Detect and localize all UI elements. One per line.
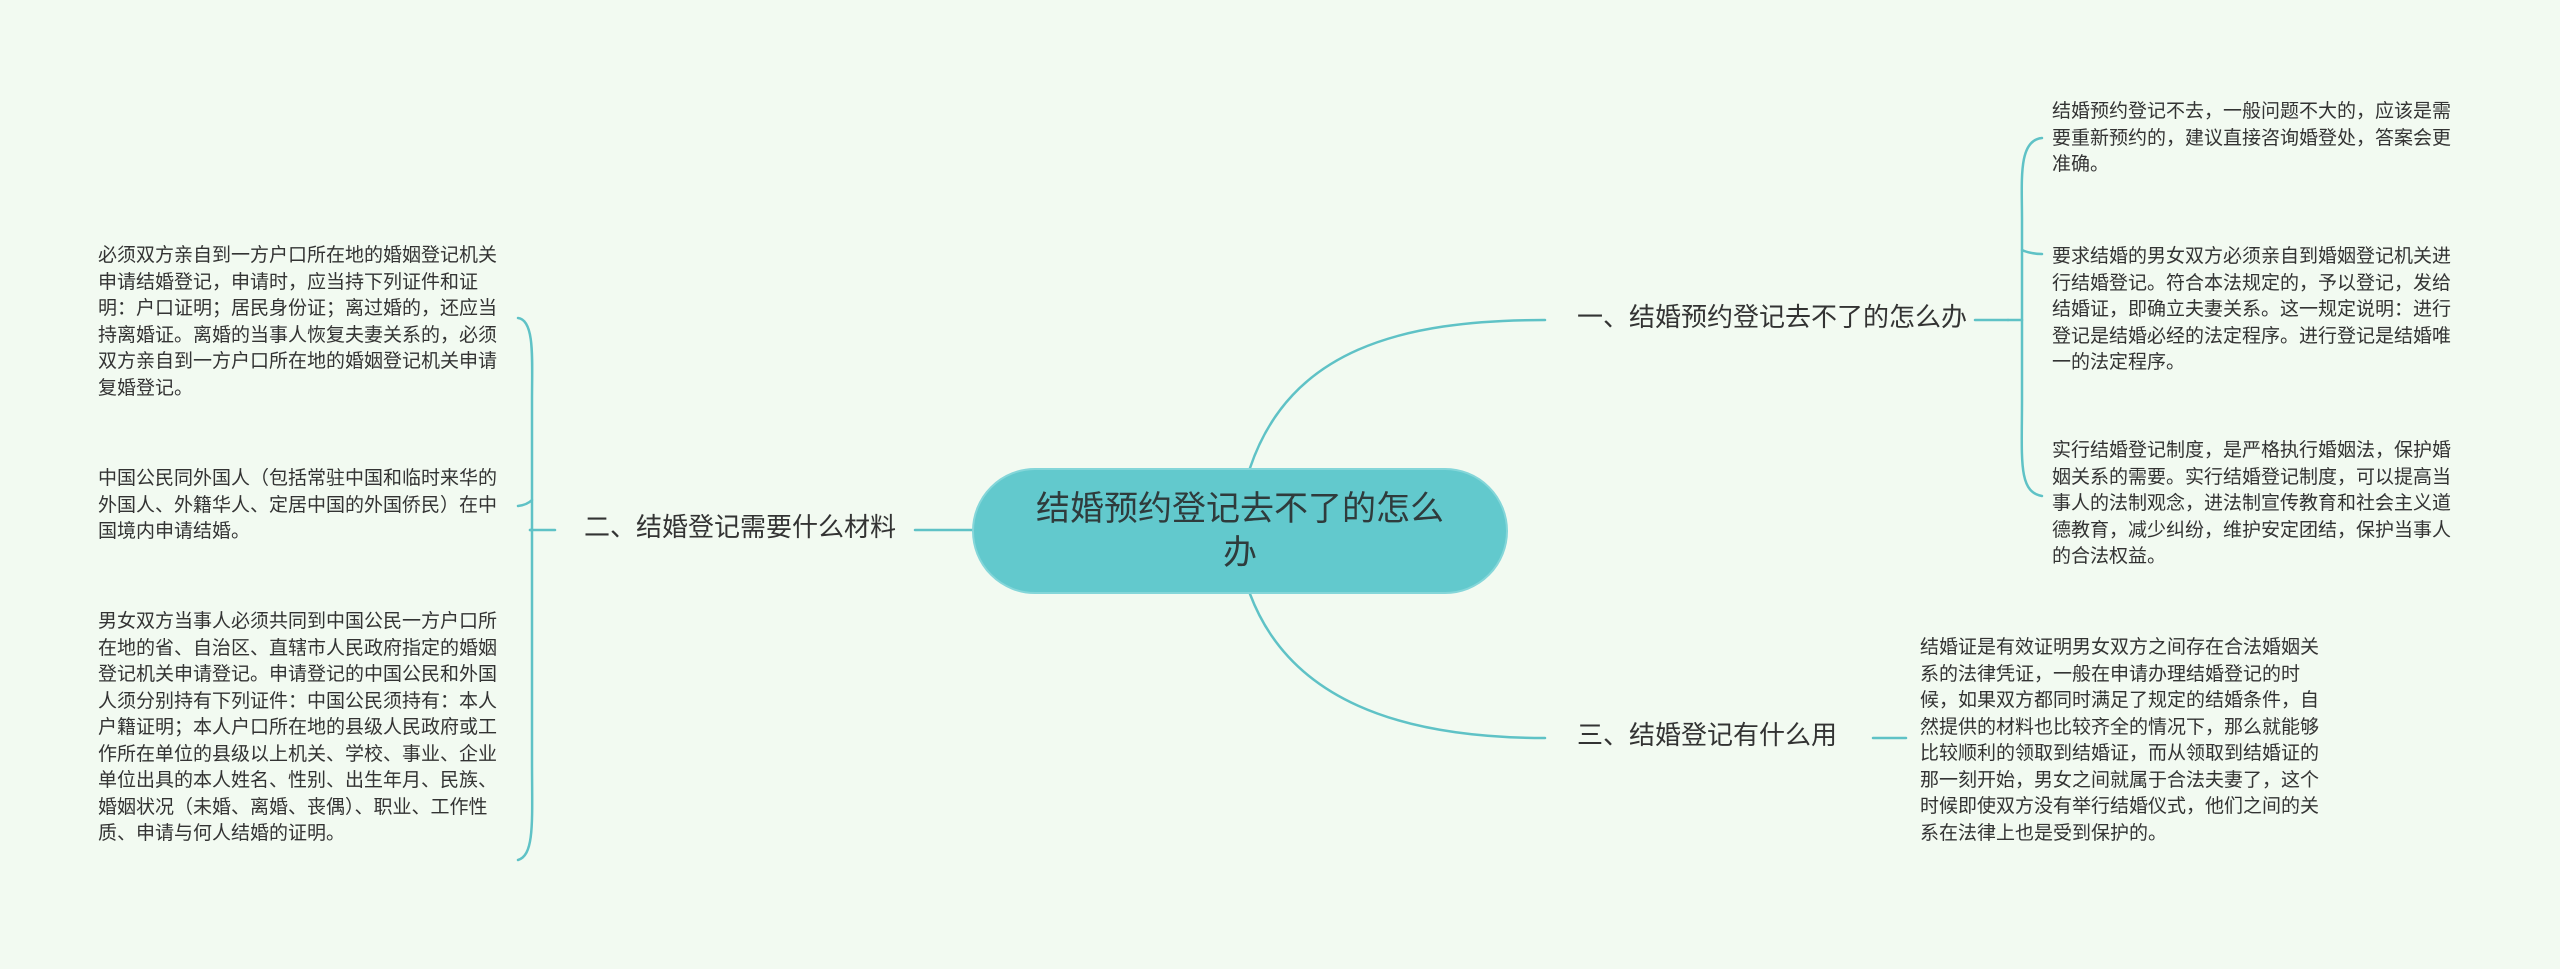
leaf-1-2: 要求结婚的男女双方必须亲自到婚姻登记机关进行结婚登记。符合本法规定的，予以登记，… [2052, 245, 2452, 373]
leaf-1-3: 实行结婚登记制度，是严格执行婚姻法，保护婚姻关系的需要。实行结婚登记制度，可以提… [2052, 439, 2452, 567]
leaf-2-2: 中国公民同外国人（包括常驻中国和临时来华的外国人、外籍华人、定居中国的外国侨民）… [98, 467, 498, 542]
leaf-3-1: 结婚证是有效证明男女双方之间存在合法婚姻关系的法律凭证，一般在申请办理结婚登记的… [1920, 636, 2320, 844]
branch-1-label[interactable]: 一、结婚预约登记去不了的怎么办 [1577, 303, 1968, 333]
central-topic[interactable]: 结婚预约登记去不了的怎么办 [972, 468, 1508, 594]
leaf-1-1: 结婚预约登记不去，一般问题不大的，应该是需要重新预约的，建议直接咨询婚登处，答案… [2052, 100, 2452, 175]
bracket-branch-2 [516, 316, 534, 862]
leaf-2-1: 必须双方亲自到一方户口所在地的婚姻登记机关申请结婚登记，申请时，应当持下列证件和… [98, 244, 498, 399]
central-topic-label: 结婚预约登记去不了的怎么办 [1036, 488, 1444, 573]
branch-3-label[interactable]: 三、结婚登记有什么用 [1577, 721, 1838, 751]
branch-2-label[interactable]: 二、结婚登记需要什么材料 [584, 513, 897, 543]
bracket-branch-1 [2020, 136, 2044, 498]
connector-center-branch-1 [1248, 318, 1547, 470]
leaf-2-3: 男女双方当事人必须共同到中国公民一方户口所在地的省、自治区、直辖市人民政府指定的… [98, 610, 498, 844]
connector-center-branch-3 [1248, 592, 1547, 740]
